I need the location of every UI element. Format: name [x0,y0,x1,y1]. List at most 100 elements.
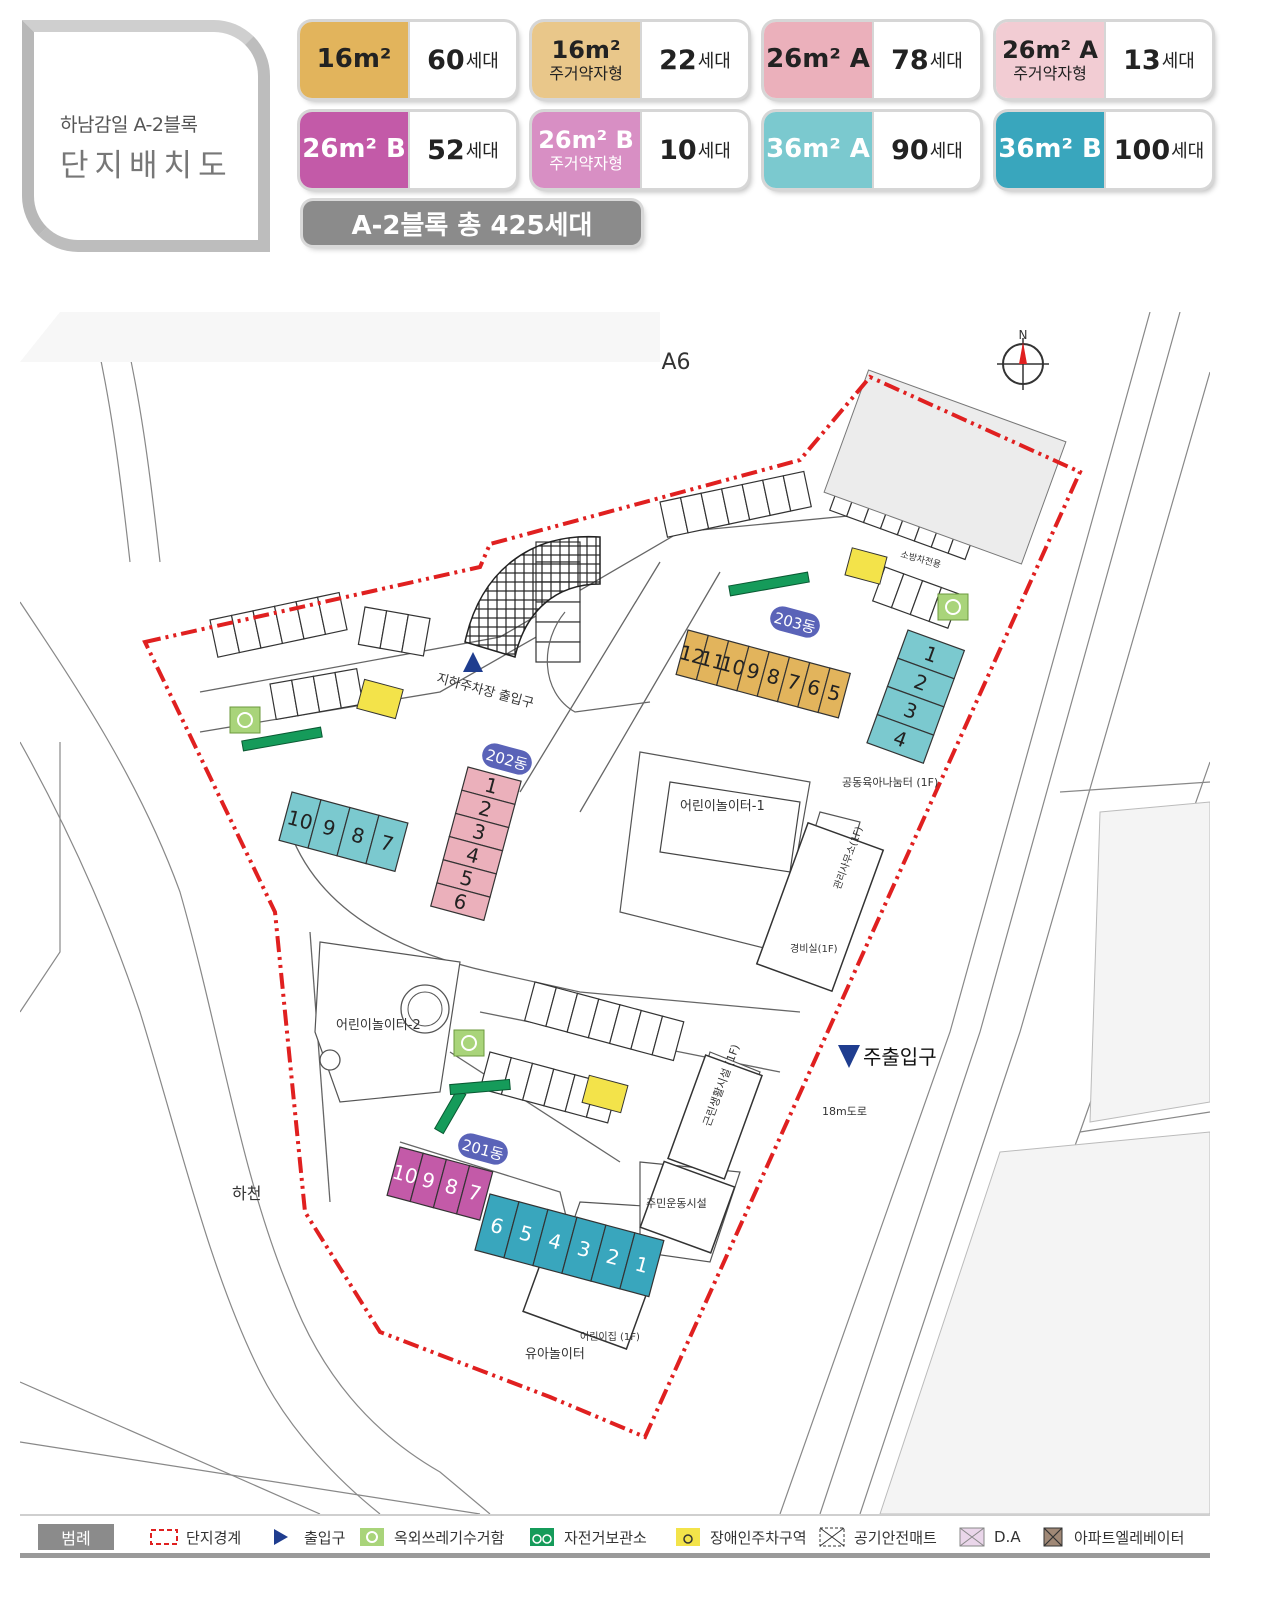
management-office-block [755,821,885,993]
parking-bay [535,641,581,663]
legend-item: 옥외쓰레기수거함 [358,1524,504,1550]
chip-divider [408,112,410,188]
playground1-label: 어린이놀이터-1 [680,799,765,814]
fitness-label: 주민운동시설 [646,1197,707,1210]
unit-count-suffix: 세대 [697,51,731,72]
unit-count-suffix: 세대 [929,51,963,72]
parking-row-nw2 [357,606,431,657]
unit-number: 4 [464,842,483,868]
unit-type-label: 36m² A [766,134,870,165]
unit-count-value: 10 [659,134,697,166]
chip-divider [640,22,642,98]
unit-number: 8 [349,822,368,848]
unit-type-label: 16m² [316,44,392,75]
legend-label: 출입구 [304,1528,346,1547]
terrain-fill [20,312,1210,1514]
unit-cell [619,1232,665,1298]
parking-row-west [269,668,364,721]
recycle-icon [360,1528,384,1546]
chip-divider [872,112,874,188]
recycle-bins [229,593,969,1057]
north-compass-icon [997,338,1049,390]
building-203-badge: 203동 [768,604,822,640]
unit-number: 3 [470,819,489,845]
unit-type-label: 26m² A [766,44,870,75]
unit-number: 4 [546,1228,565,1254]
unit-type: 16m² [300,22,408,98]
unit-type-sublabel: 주거약자형 [549,153,623,173]
parking-entrance-triangle [463,652,483,672]
unit-type-label: 26m² A [1002,35,1098,64]
unit-number: 1 [482,772,501,798]
recycle-icon [453,1029,485,1057]
building-202-badge: 202동 [480,741,534,777]
page-title: 단지배치도 [60,148,233,184]
north-label: N [1019,328,1028,342]
adjacent-block-label: A6 [661,350,690,375]
unit-number: 2 [476,796,495,822]
parking-bay [401,613,431,657]
unit-number: 7 [378,830,397,856]
unit-count-value: 78 [891,44,929,76]
legend-title: 범례 [38,1524,114,1550]
unit-count-value: 100 [1113,134,1171,166]
main-entrance-triangle [838,1045,860,1068]
legend-item: D.A [958,1524,1021,1550]
bicycle-icon [530,1528,554,1546]
unit-number: 8 [442,1173,461,1199]
unit-count-suffix: 세대 [1171,141,1205,162]
unit-type-sublabel: 주거약자형 [549,63,623,83]
legend-label: 단지경계 [186,1528,242,1547]
wheelchair-icon [676,1528,700,1546]
unit-number: 9 [320,815,339,841]
title-box: 하남감일 A-2블록 단지배치도 [22,20,270,252]
unit-count-suffix: 세대 [929,141,963,162]
unit-cell [429,882,491,922]
unit-count-suffix: 세대 [465,51,499,72]
legend-label: D.A [994,1528,1021,1546]
playground2-label: 어린이놀이터-2 [336,1018,421,1033]
total-units-bar: A-2블록 총 425세대 [303,201,641,245]
unit-number: 2 [604,1244,623,1270]
unit-type: 36m² A [764,112,872,188]
site-boundary-line [142,374,1083,1440]
air-mat-icon [819,1527,845,1547]
page-subtitle: 하남감일 A-2블록 [60,114,198,136]
chip-divider [640,112,642,188]
bicycle-racks [241,571,810,1135]
unit-type-label: 36m² B [998,134,1102,165]
legend-item: 자전거보관소 [528,1524,647,1550]
kids-house-label: 어린이집 (1F) [580,1331,640,1343]
building-badge [768,604,822,640]
unit-type: 36m² B [996,112,1104,188]
unit-type: 26m² B [300,112,408,188]
unit-cell [817,667,852,719]
unit-type-label: 16m² [551,35,621,64]
building-badge [480,741,534,777]
main-entrance-label: 주출입구 [863,1045,937,1069]
elevator-icon [1043,1527,1063,1547]
retail-block [667,1054,763,1180]
unit-number: 3 [575,1236,594,1262]
unit-type-label: 26m² B [302,134,406,165]
legend-item: 장애인주차구역 [674,1524,807,1550]
entrance-triangle [274,1529,288,1545]
chip-divider [872,22,874,98]
unit-count-suffix: 세대 [1161,51,1195,72]
legend-label: 장애인주차구역 [710,1528,807,1547]
parking-row-north [659,470,812,538]
chip-divider [408,22,410,98]
